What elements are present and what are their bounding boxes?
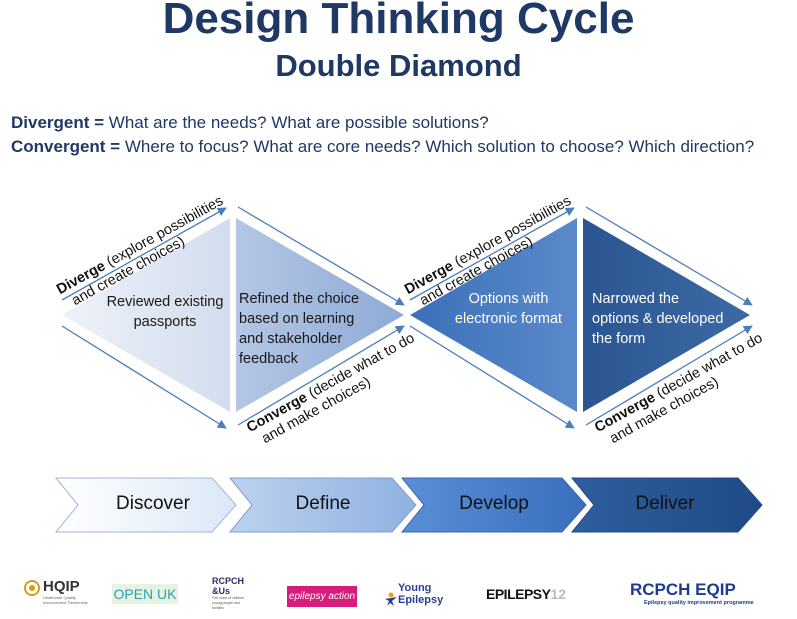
page-title: Design Thinking Cycle bbox=[162, 0, 635, 43]
converge-bottom-arrow-1 bbox=[61, 325, 227, 429]
define-triangle bbox=[236, 218, 404, 412]
discover-triangle bbox=[62, 218, 230, 412]
chevron-deliver bbox=[570, 477, 763, 533]
chevron-define bbox=[228, 477, 417, 533]
diverge-bottom-arrow-2 bbox=[585, 325, 753, 426]
divergent-term: Divergent = bbox=[11, 113, 105, 132]
convergent-text: Where to focus? What are core needs? Whi… bbox=[120, 137, 755, 156]
hqip-emblem-icon bbox=[24, 580, 40, 596]
phase-deliver: Deliver bbox=[635, 493, 695, 514]
phase-discover: Discover bbox=[116, 493, 190, 514]
divergent-definition: Divergent = What are the needs? What are… bbox=[11, 112, 489, 134]
phase-bar bbox=[54, 477, 763, 533]
epilepsy-action-logo: epilepsy action bbox=[287, 586, 357, 607]
diverge-arrow-1 bbox=[61, 207, 227, 301]
hqip-logo: HQIP Healthcare Quality Improvement Part… bbox=[24, 578, 88, 610]
young-epilepsy-logo: Young Epilepsy bbox=[384, 582, 454, 610]
epilepsy12-logo: EPILEPSY12 bbox=[486, 586, 567, 602]
rcpch-eqip-logo: RCPCH EQIP Epilepsy quality improvement … bbox=[630, 580, 754, 606]
develop-triangle bbox=[410, 218, 577, 412]
divergent-text: What are the needs? What are possible so… bbox=[104, 113, 489, 132]
rcpch-us-logo: RCPCH &Us The voice of children, young p… bbox=[212, 576, 246, 610]
deliver-triangle bbox=[583, 218, 750, 412]
openuk-logo: OPEN UK bbox=[112, 584, 178, 604]
diverge-bottom-arrow-1 bbox=[237, 325, 405, 426]
chevron-discover bbox=[54, 477, 237, 533]
page-subtitle: Double Diamond bbox=[275, 48, 522, 83]
converge-top-arrow-1 bbox=[237, 206, 405, 306]
convergent-definition: Convergent = Where to focus? What are co… bbox=[11, 136, 754, 158]
diverge-arrow-2 bbox=[409, 207, 575, 301]
phase-develop: Develop bbox=[459, 493, 529, 514]
young-epilepsy-figure-icon bbox=[385, 592, 397, 606]
chevron-develop bbox=[400, 477, 587, 533]
convergent-term: Convergent = bbox=[11, 137, 121, 156]
converge-bottom-arrow-2 bbox=[409, 325, 575, 429]
phase-define: Define bbox=[295, 493, 351, 514]
converge-top-arrow-2 bbox=[585, 206, 753, 306]
